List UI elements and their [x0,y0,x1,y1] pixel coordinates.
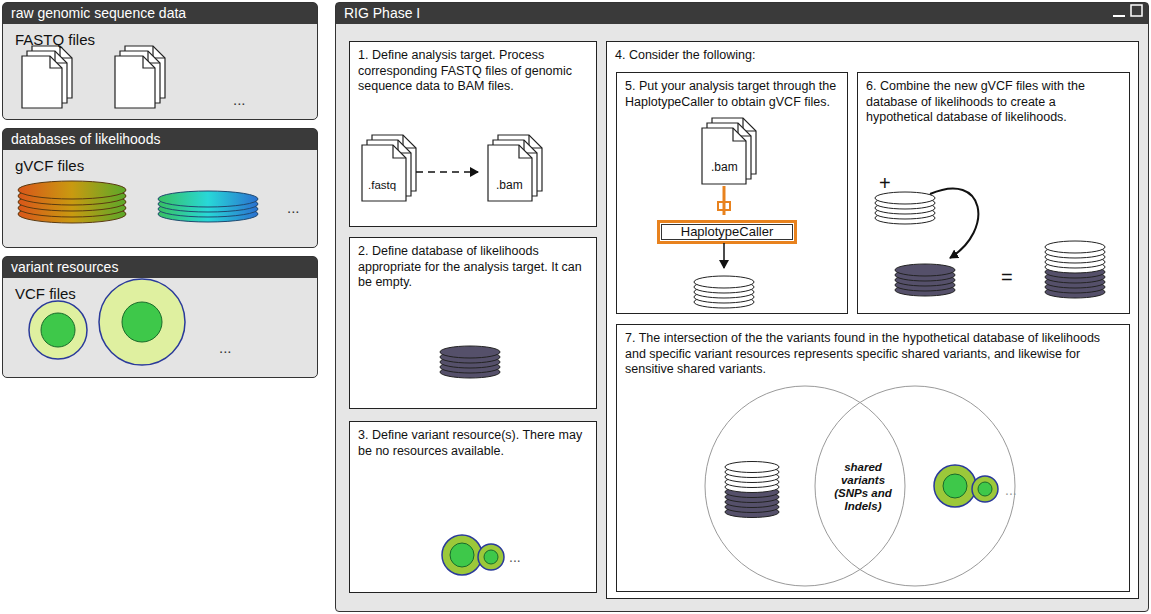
title-text: databases of likelihoods [11,131,160,148]
node-text: 5. Put your analysis target through the … [625,79,839,110]
venn-label: shared variants (SNPs and Indels) [827,461,899,513]
tool-box: HaplotypeCaller [657,220,797,244]
node-text: 2. Define database of likelihoods approp… [358,244,588,291]
equals-sign: = [1001,267,1013,287]
ellipsis: ... [233,93,246,107]
data-panel: variant resourcesVCF files... [2,256,318,378]
ellipsis: ... [509,550,521,564]
ellipsis: ... [1005,483,1017,497]
file-label: .bam [711,160,738,174]
step-box: 5. Put your analysis target through the … [616,72,848,314]
file-label: .fastq [368,178,396,192]
step-box: 6. Combine the new gVCF files with the d… [857,72,1130,314]
node-text: HaplotypeCaller [660,223,794,241]
step-box: 2. Define database of likelihoods approp… [349,237,597,409]
node-text: VCF files [15,285,76,303]
step-group-box: 4. Consider the following: 5. Put your an… [606,41,1139,599]
title-text: raw genomic sequence data [11,5,186,22]
phase-window: RIG Phase I 1. Define analysis target. Pr… [335,2,1149,612]
data-panel: databases of likelihoods gVCF files... [2,128,318,248]
node-text: 7. The intersection of the the variants … [625,331,1121,378]
ellipsis: ... [219,341,232,355]
step-box: 7. The intersection of the the variants … [616,324,1130,592]
title-text: RIG Phase I [344,5,420,22]
node-text: FASTQ files [15,31,95,49]
step-box: 1. Define analysis target. Process corre… [349,41,597,227]
node-text: 4. Consider the following: [615,48,1130,64]
step-box: 3. Define variant resource(s). There may… [349,421,597,593]
plus-sign: + [879,173,891,193]
node-text: 3. Define variant resource(s). There may… [358,428,588,459]
title-text: variant resources [11,259,118,276]
file-label: .bam [496,178,523,192]
node-text: 6. Combine the new gVCF files with the d… [866,79,1121,126]
data-panel: raw genomic sequence dataFASTQ files... [2,2,318,120]
node-text: 1. Define analysis target. Process corre… [358,48,588,95]
node-text: gVCF files [15,157,84,175]
ellipsis: ... [287,201,300,215]
